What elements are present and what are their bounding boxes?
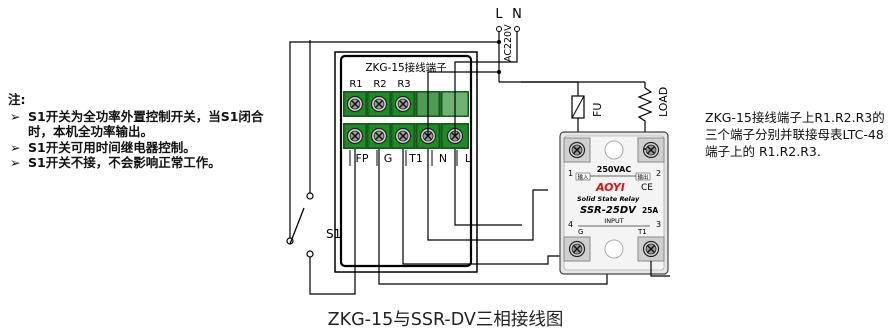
ssr-screw-4 bbox=[568, 240, 586, 258]
label-r1: R1 bbox=[349, 79, 362, 90]
diagram-caption: ZKG-15与SSR-DV三相接线图 bbox=[327, 310, 564, 330]
ssr-out-label: 输出 bbox=[637, 173, 648, 181]
ssr-pin-2: 2 bbox=[656, 169, 661, 178]
note-text: S1开关不接，不会影响正常工作。 bbox=[28, 155, 221, 170]
ssr-pin-4: 4 bbox=[568, 220, 573, 229]
screw-t1 bbox=[394, 127, 412, 145]
label-load: LOAD bbox=[657, 87, 670, 117]
ssr-brand: AOYI bbox=[595, 181, 625, 194]
note-item: ➢ S1开关可用时间继电器控制。 bbox=[8, 140, 270, 156]
label-fuse: FU bbox=[591, 103, 604, 117]
ssr-screw-1 bbox=[568, 141, 586, 159]
screw-r3 bbox=[394, 95, 412, 113]
label-l: L bbox=[465, 152, 472, 165]
load-resistor bbox=[637, 87, 653, 148]
ssr-subtitle: Solid State Relay bbox=[577, 195, 640, 203]
ssr-current: 25A bbox=[642, 206, 658, 215]
note-text: S1开关为全功率外置控制开关，当S1闭合时，本机全功率输出。 bbox=[28, 108, 264, 140]
label-r3: R3 bbox=[397, 79, 410, 90]
note-item: ➢ S1开关为全功率外置控制开关，当S1闭合时，本机全功率输出。 bbox=[8, 109, 270, 140]
arrow-bullet-icon: ➢ bbox=[10, 155, 21, 170]
ssr-screw-2 bbox=[642, 141, 660, 159]
ssr-relay: 250VAC 1 2 输入 输出 AOYI CE Solid State Rel… bbox=[559, 131, 669, 275]
notes-panel: 注: ➢ S1开关为全功率外置控制开关，当S1闭合时，本机全功率输出。 ➢ S1开关… bbox=[8, 92, 270, 171]
note-text: S1开关可用时间继电器控制。 bbox=[28, 139, 196, 155]
label-neutral-n: N bbox=[512, 7, 522, 22]
label-fp: FP bbox=[356, 152, 369, 165]
ssr-pin-1: 1 bbox=[568, 169, 573, 178]
ssr-t1-label: T1 bbox=[637, 228, 647, 236]
ssr-in-label: 输入 bbox=[577, 173, 589, 181]
label-line-l: L bbox=[495, 7, 503, 22]
side-note: ZKG-15接线端子上R1.R2.R3的三个端子分别并联接母表LTC-48端子上… bbox=[705, 110, 885, 159]
ssr-g-label: G bbox=[578, 228, 583, 236]
label-t1: T1 bbox=[408, 152, 423, 165]
label-switch: S1 bbox=[326, 227, 341, 241]
screw-fp bbox=[346, 127, 364, 145]
label-ac220v: AC220V bbox=[503, 24, 514, 62]
ssr-pin-3: 3 bbox=[656, 220, 661, 229]
note-item: ➢ S1开关不接，不会影响正常工作。 bbox=[8, 155, 270, 171]
switch-blade bbox=[289, 207, 305, 245]
terminal-block-title: ZKG-15接线端子 bbox=[365, 61, 446, 74]
label-g: G bbox=[384, 152, 393, 165]
screw-g bbox=[370, 127, 388, 145]
ssr-model: SSR-25DV bbox=[580, 205, 637, 216]
label-r2: R2 bbox=[373, 79, 386, 90]
ssr-input-label: INPUT bbox=[604, 217, 623, 225]
arrow-bullet-icon: ➢ bbox=[10, 139, 21, 155]
screw-r2 bbox=[370, 95, 388, 113]
arrow-bullet-icon: ➢ bbox=[10, 108, 21, 124]
ssr-screw-3 bbox=[642, 240, 660, 258]
ssr-ce-mark: CE bbox=[641, 183, 653, 193]
ssr-rating: 250VAC bbox=[597, 165, 632, 174]
label-n: N bbox=[439, 152, 447, 165]
screw-r1 bbox=[346, 95, 364, 113]
notes-title: 注: bbox=[8, 92, 26, 107]
